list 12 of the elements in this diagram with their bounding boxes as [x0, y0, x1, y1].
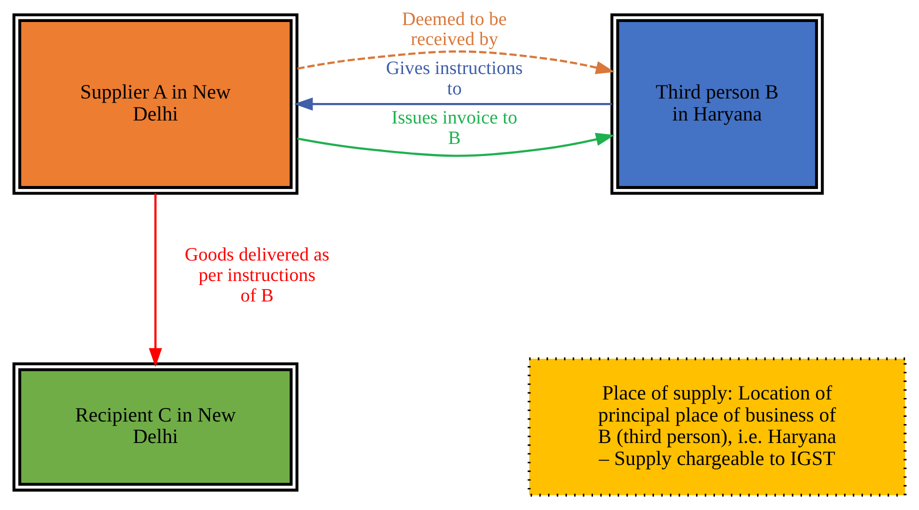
edge-label: Deemed to be received by — [402, 8, 507, 50]
arrow — [297, 132, 615, 157]
node-box: Place of supply: Location of principal place of business of B (third person), i.e. Haryana – Supply chargeable to IGST — [528, 357, 907, 497]
edge-label: Issues invoice to B — [392, 108, 518, 149]
edge-label: Gives instructions to — [386, 58, 523, 100]
node-box: Recipient C in New Delhi — [12, 362, 298, 492]
arrow — [297, 50, 615, 74]
edge-label: Goods delivered as per instructions of B — [184, 244, 330, 306]
arrow — [294, 97, 612, 111]
arrow — [148, 193, 162, 367]
node-box: Supplier A in New Delhi — [12, 13, 298, 195]
node-box: Third person B in Haryana — [610, 13, 824, 195]
